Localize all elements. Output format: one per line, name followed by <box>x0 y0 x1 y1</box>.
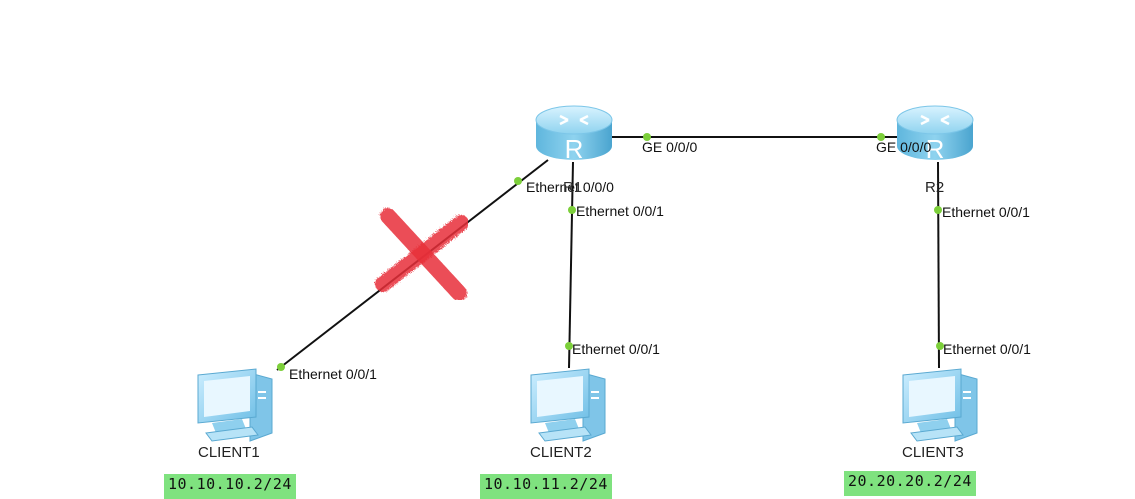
port-dot-l-r1-r2-b <box>877 133 885 141</box>
client1-ip-badge: 10.10.10.2/24 <box>164 474 296 499</box>
link-l-r2-c3[interactable] <box>937 161 940 369</box>
port-dot-l-r1-c1-b <box>277 363 285 371</box>
router-r1-icon[interactable]: R <box>535 105 613 164</box>
router-r2-glyph: R <box>926 134 945 164</box>
link-failure-x-icon <box>374 207 468 300</box>
client1-label: CLIENT1 <box>198 444 260 461</box>
client3-pc-icon[interactable] <box>902 368 978 442</box>
port-label-c1-eth: Ethernet 0/0/1 <box>289 366 377 382</box>
router-r2-icon[interactable]: R <box>896 105 974 164</box>
port-label-r2-eth: Ethernet 0/0/1 <box>942 204 1030 220</box>
port-dot-l-r1-c2-b <box>565 342 573 350</box>
port-label-r2-ge: GE 0/0/0 <box>876 139 932 155</box>
port-label-c2-eth: Ethernet 0/0/1 <box>572 341 660 357</box>
port-dots-layer <box>277 133 944 371</box>
port-dot-l-r2-c3-b <box>936 342 944 350</box>
port-label-r1-ge: GE 0/0/0 <box>642 139 698 155</box>
topology-diagram: R R <box>197 105 978 442</box>
client1-pc-icon[interactable] <box>197 368 273 442</box>
client3-label: CLIENT3 <box>902 444 964 461</box>
port-dot-l-r1-c2-a <box>568 206 576 214</box>
port-label-r1-eth0: Ethernet 0/0/0 <box>526 179 614 195</box>
router-r2-label: R2 <box>925 179 945 196</box>
port-dot-l-r1-c1-a <box>514 177 522 185</box>
links-layer <box>276 136 940 371</box>
router-r1-glyph: R <box>565 134 584 164</box>
router-r1-label: R1 <box>563 179 583 196</box>
client2-label: CLIENT2 <box>530 444 592 461</box>
link-l-r1-c2[interactable] <box>568 161 574 369</box>
port-label-c3-eth: Ethernet 0/0/1 <box>943 341 1031 357</box>
client3-ip-badge: 20.20.20.2/24 <box>844 471 976 496</box>
client2-pc-icon[interactable] <box>530 368 606 442</box>
port-dot-l-r1-r2-a <box>643 133 651 141</box>
port-dot-l-r2-c3-a <box>934 206 942 214</box>
client2-ip-badge: 10.10.11.2/24 <box>480 474 612 499</box>
port-label-r1-eth1: Ethernet 0/0/1 <box>576 203 664 219</box>
